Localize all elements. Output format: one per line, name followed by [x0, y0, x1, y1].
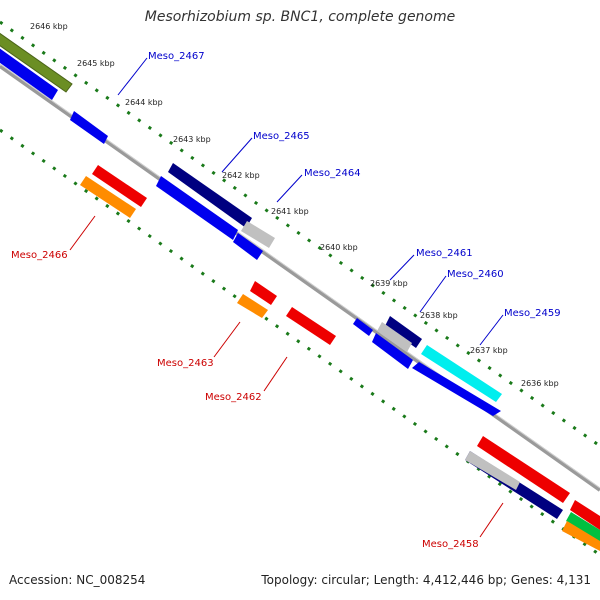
leader-2461 — [389, 254, 415, 281]
leader-2466 — [69, 215, 96, 251]
leader-2459 — [479, 314, 504, 346]
leader-2458 — [479, 502, 504, 538]
gene-label[interactable]: Meso_2460 — [447, 269, 504, 280]
forward-features — [0, 30, 502, 416]
leader-2462 — [263, 356, 288, 392]
gene-edge-orange[interactable] — [562, 521, 600, 551]
gene-meso-2458[interactable] — [477, 436, 570, 503]
gene-label[interactable]: Meso_2458 — [422, 539, 479, 550]
leader-2465 — [221, 137, 253, 173]
kbp-tick: 2645 kbp — [77, 59, 115, 68]
kbp-tick: 2640 kbp — [320, 243, 358, 252]
gene-label[interactable]: Meso_2463 — [157, 358, 214, 369]
topology-text: Topology: circular; Length: 4,412,446 bp… — [261, 573, 591, 587]
gene-label[interactable]: Meso_2465 — [253, 131, 310, 142]
leader-2467 — [117, 57, 148, 96]
gene-edge-red[interactable] — [570, 500, 600, 530]
gene-silver-2464[interactable] — [241, 221, 275, 248]
gene-label[interactable]: Meso_2467 — [148, 51, 205, 62]
kbp-tick: 2646 kbp — [30, 22, 68, 31]
inner-guide-track — [0, 128, 600, 557]
gene-small-2464[interactable] — [233, 233, 263, 260]
leader-2464 — [276, 174, 303, 203]
accession-text: Accession: NC_008254 — [9, 573, 146, 587]
kbp-tick: 2636 kbp — [521, 379, 559, 388]
outer-guide-track — [0, 20, 600, 448]
gene-silver-2458[interactable] — [465, 451, 520, 490]
gene-label[interactable]: Meso_2462 — [205, 392, 262, 403]
reverse-features — [80, 165, 600, 551]
gene-meso-2459[interactable] — [421, 345, 502, 402]
leader-lines — [69, 57, 504, 538]
gene-meso-2466[interactable] — [92, 165, 147, 207]
gene-orange-2466[interactable] — [80, 176, 136, 218]
kbp-tick: 2644 kbp — [125, 98, 163, 107]
kbp-tick: 2641 kbp — [271, 207, 309, 216]
gene-label[interactable]: Meso_2459 — [504, 308, 561, 319]
leader-2460 — [419, 275, 447, 313]
gene-meso-2465[interactable] — [168, 163, 252, 228]
gene-orange-2463[interactable] — [237, 294, 268, 318]
gene-meso-2460[interactable] — [372, 333, 413, 369]
gene-meso-2462[interactable] — [286, 307, 336, 345]
kbp-tick: 2643 kbp — [173, 135, 211, 144]
kbp-ticks: 2646 kbp 2645 kbp 2644 kbp 2643 kbp 2642… — [30, 22, 559, 388]
gene-label[interactable]: Meso_2461 — [416, 248, 473, 259]
gene-silver-2461[interactable] — [377, 322, 412, 352]
kbp-tick: 2637 kbp — [470, 346, 508, 355]
leader-2463 — [213, 321, 241, 358]
gene-meso-2465-small[interactable] — [70, 111, 108, 144]
map-title: Mesorhizobium sp. BNC1, complete genome — [144, 9, 456, 25]
kbp-tick: 2642 kbp — [222, 171, 260, 180]
gene-edge-green[interactable] — [566, 512, 600, 543]
gene-meso-2467[interactable] — [0, 45, 58, 100]
gene-labels: Meso_2467 Meso_2465 Meso_2464 Meso_2461 … — [11, 51, 561, 550]
gene-label[interactable]: Meso_2466 — [11, 250, 68, 261]
guide-tracks — [0, 20, 600, 557]
gene-small-blue[interactable] — [353, 318, 373, 336]
gene-olive-2467[interactable] — [0, 30, 73, 93]
gene-meso-2459b[interactable] — [412, 362, 501, 416]
gene-meso-2463[interactable] — [250, 281, 277, 305]
gene-label[interactable]: Meso_2464 — [304, 168, 361, 179]
kbp-tick: 2639 kbp — [370, 279, 408, 288]
gene-meso-2464[interactable] — [156, 176, 238, 240]
gene-meso-2461[interactable] — [385, 316, 422, 348]
kbp-tick: 2638 kbp — [420, 311, 458, 320]
